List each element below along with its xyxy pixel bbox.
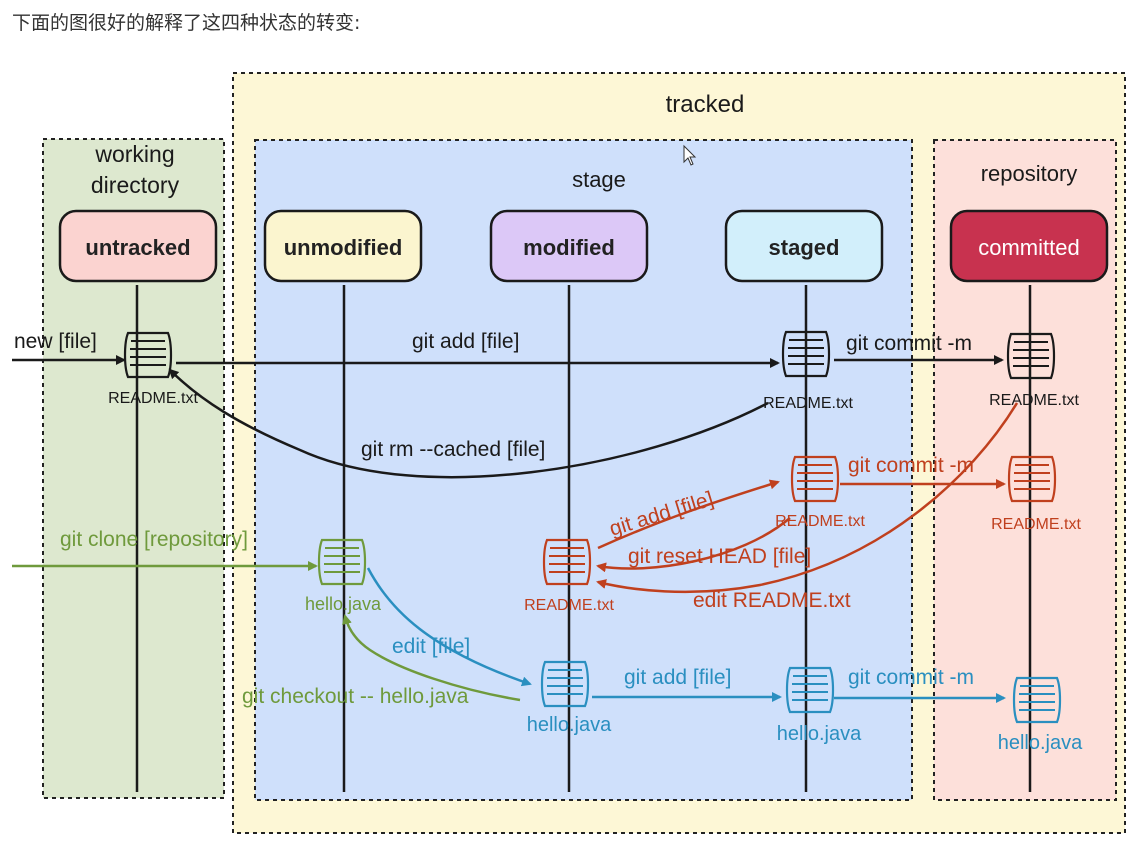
- state-modified: modified: [489, 209, 649, 283]
- state-modified-label: modified: [523, 235, 615, 260]
- state-staged-label: staged: [769, 235, 840, 260]
- state-committed: committed: [949, 209, 1109, 283]
- stage-label: stage: [572, 167, 626, 192]
- state-staged: staged: [724, 209, 884, 283]
- working-label-line2: directory: [91, 172, 180, 198]
- intro-text: 下面的图很好的解释了这四种状态的转变:: [12, 12, 361, 34]
- file-readme-staged: README.txt: [763, 395, 853, 412]
- file-readme-modified-red: README.txt: [524, 597, 614, 614]
- label-git-reset-head: git reset HEAD [file]: [628, 545, 811, 568]
- blue-flow: [366, 567, 1062, 724]
- label-git-add-1: git add [file]: [412, 330, 519, 353]
- file-readme-committed: README.txt: [989, 392, 1079, 409]
- file-hello-committed: hello.java: [998, 732, 1083, 754]
- label-git-checkout: git checkout -- hello.java: [242, 685, 469, 708]
- mouse-cursor-icon: [683, 144, 697, 166]
- tracked-label: tracked: [666, 91, 745, 118]
- label-git-commit-3: git commit -m: [848, 666, 974, 689]
- state-unmodified: unmodified: [263, 209, 423, 283]
- file-readme-committed-red: README.txt: [991, 516, 1081, 533]
- file-readme-staged-red: README.txt: [775, 513, 865, 530]
- label-git-rm-cached: git rm --cached [file]: [361, 438, 545, 461]
- state-untracked-label: untracked: [85, 235, 190, 260]
- working-label-line1: working: [94, 141, 174, 167]
- label-git-commit-1: git commit -m: [846, 332, 972, 355]
- label-edit-readme: edit README.txt: [693, 589, 851, 612]
- red-flow: [542, 402, 1057, 594]
- green-flow: [12, 538, 521, 702]
- state-untracked: untracked: [58, 209, 218, 283]
- repository-label: repository: [981, 161, 1078, 186]
- label-git-commit-2: git commit -m: [848, 454, 974, 477]
- black-flow: [12, 330, 1056, 479]
- label-edit-file: edit [file]: [392, 635, 470, 658]
- state-unmodified-label: unmodified: [284, 235, 403, 260]
- file-hello-staged: hello.java: [777, 723, 862, 745]
- label-git-add-3: git add [file]: [624, 666, 731, 689]
- lifelines: [135, 285, 1032, 792]
- file-hello-modified: hello.java: [527, 714, 612, 736]
- label-git-clone: git clone [repository]: [60, 528, 248, 551]
- label-new-file: new [file]: [14, 330, 97, 353]
- file-readme-untracked: README.txt: [108, 390, 198, 407]
- file-hello-unmodified: hello.java: [305, 594, 382, 614]
- state-committed-label: committed: [978, 235, 1079, 260]
